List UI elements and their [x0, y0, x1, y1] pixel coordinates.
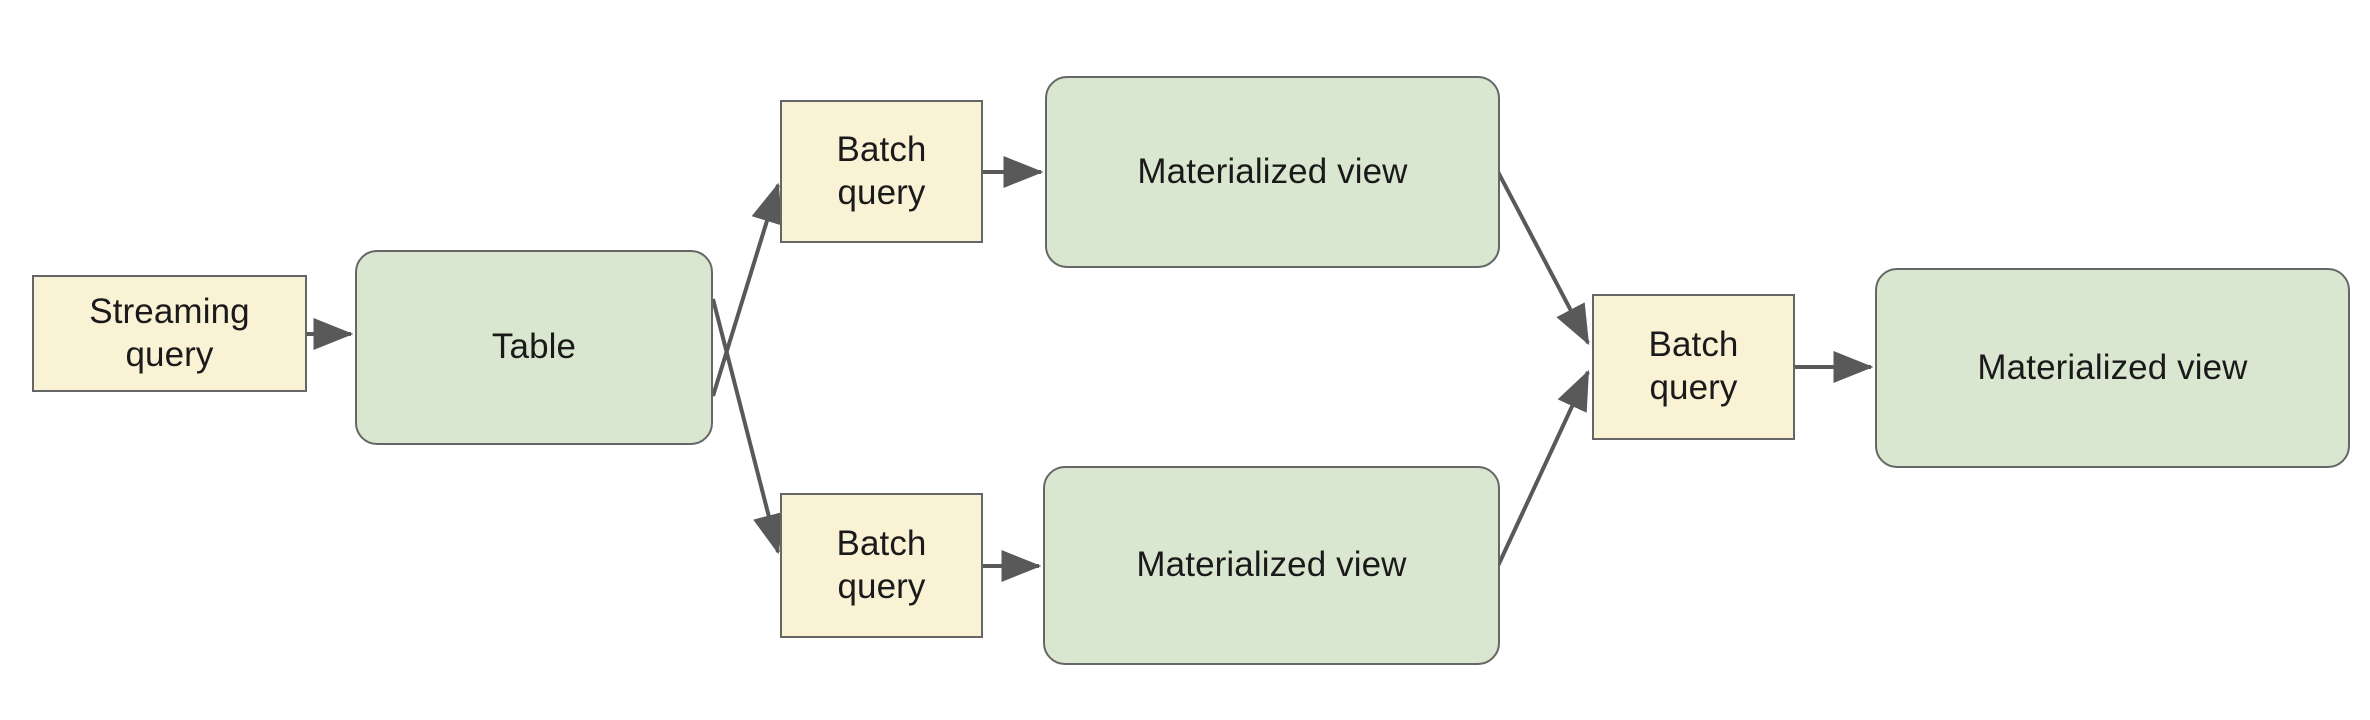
node-table[interactable]: Table: [355, 250, 713, 445]
node-label: Materialized view: [1977, 347, 2248, 387]
node-label: Streaming query: [89, 291, 250, 374]
node-batch-query-join[interactable]: Batch query: [1592, 294, 1795, 440]
node-label: Batch query: [836, 523, 927, 606]
node-batch-query-top[interactable]: Batch query: [780, 100, 983, 243]
edge-table-to-batch-top: [711, 182, 783, 397]
edge-mv-bottom-to-batch-join: [1495, 369, 1590, 569]
edge-mv-top-to-batch-join: [1495, 169, 1590, 346]
node-label: Materialized view: [1137, 151, 1408, 191]
node-materialized-view-final[interactable]: Materialized view: [1875, 268, 2350, 468]
node-batch-query-bottom[interactable]: Batch query: [780, 493, 983, 638]
node-streaming-query[interactable]: Streaming query: [32, 275, 307, 392]
node-materialized-view-top[interactable]: Materialized view: [1045, 76, 1500, 268]
node-label: Materialized view: [1136, 545, 1407, 585]
node-label: Batch query: [1648, 325, 1739, 407]
edge-table-to-batch-bottom: [711, 298, 785, 555]
node-label: Batch query: [836, 129, 927, 212]
node-label: Table: [491, 327, 577, 367]
node-materialized-view-bottom[interactable]: Materialized view: [1043, 466, 1500, 665]
